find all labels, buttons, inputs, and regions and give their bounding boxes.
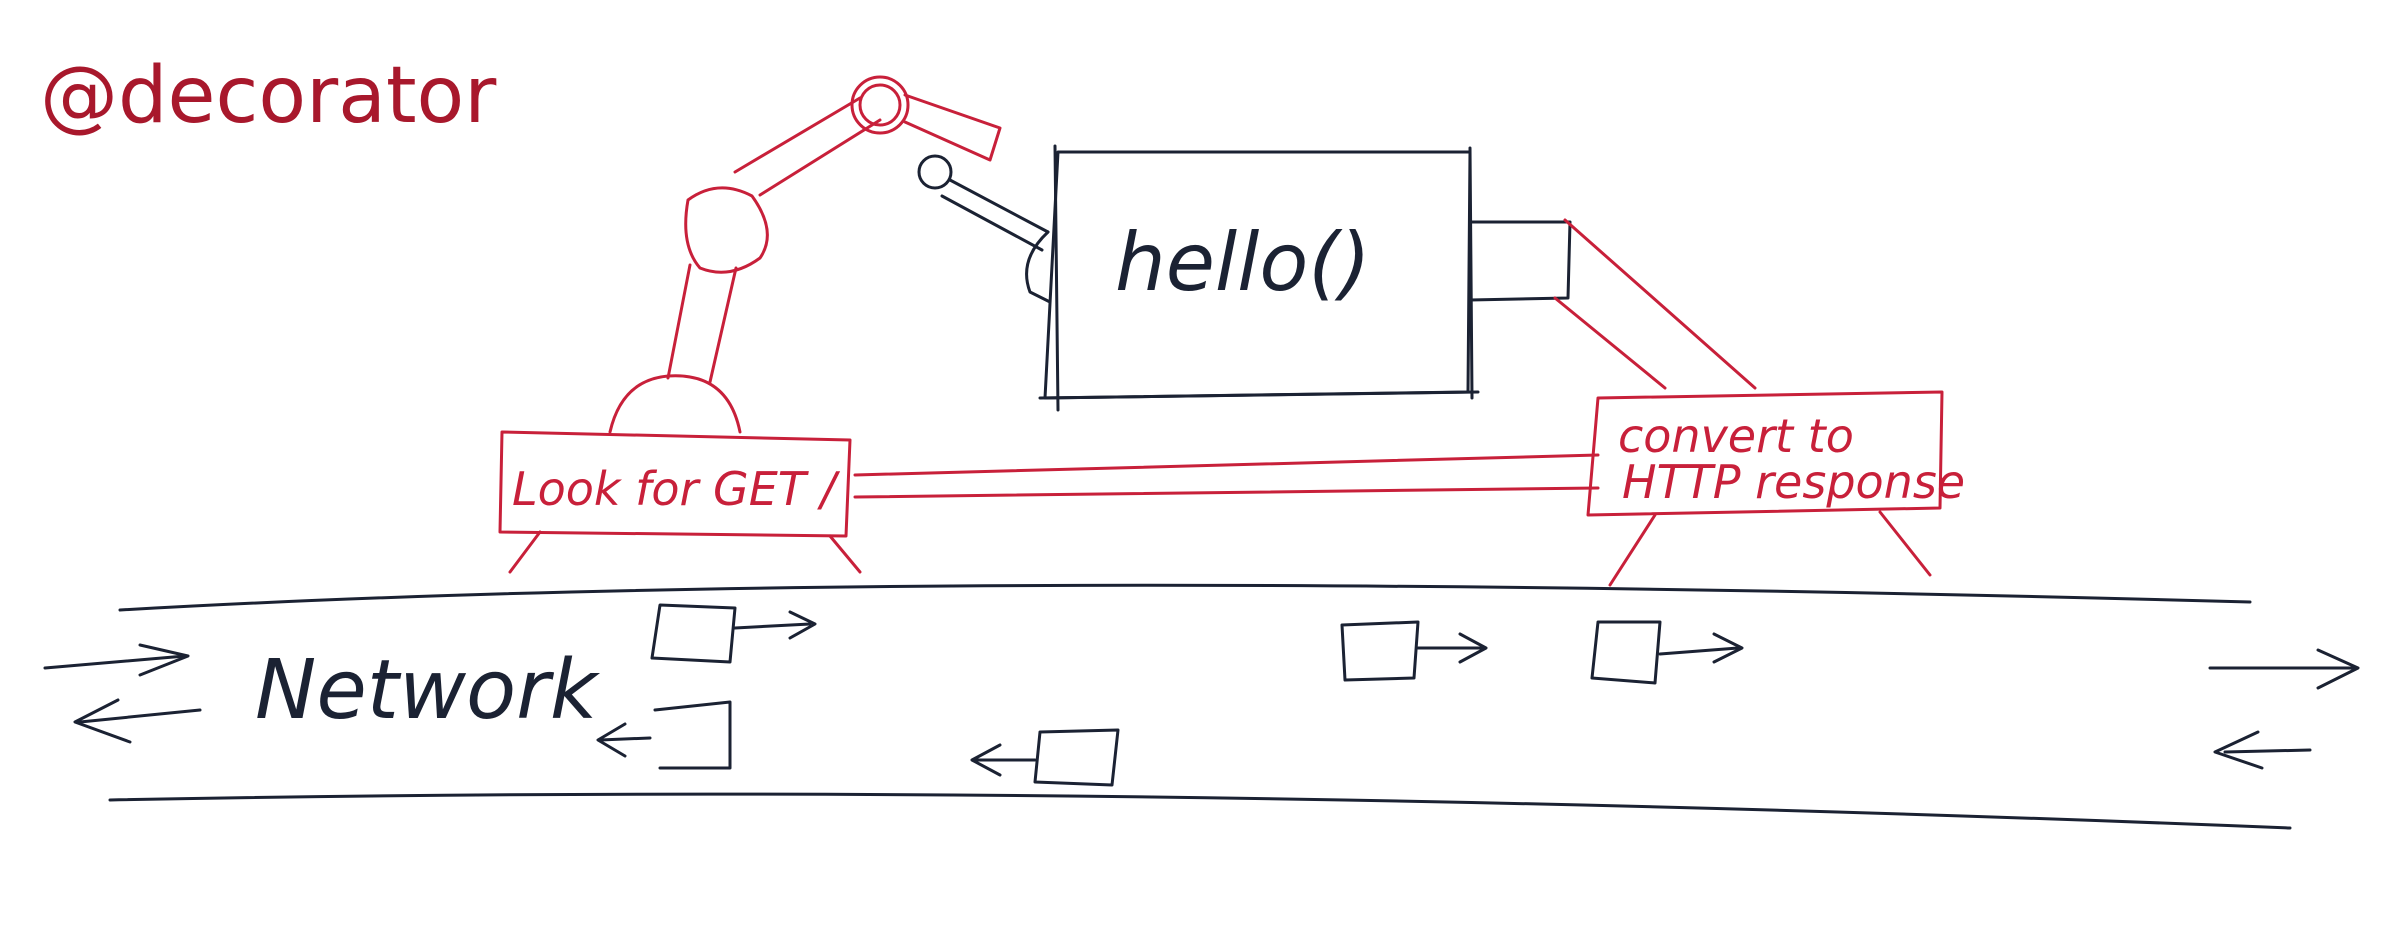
arrow-left-icon [2213,730,2312,770]
right-station: convert to HTTP response [1586,390,1965,587]
left-station: Look for GET / [498,430,862,574]
right-station-line1: convert to [1618,409,1854,463]
function-box: hello() [917,144,1572,412]
right-station-line2: HTTP response [1622,455,1965,509]
network-label: Network [255,643,601,738]
packet-icon [970,728,1120,787]
packet-icon [596,700,732,770]
left-station-label: Look for GET / [512,462,840,516]
robot-arm-icon [608,75,1002,434]
packet-icon [1340,620,1488,682]
transfer-arm-icon [1553,218,1757,390]
arrow-left-icon [73,698,202,744]
pipe [853,453,1600,499]
arrow-right-icon [2208,648,2360,690]
arrow-right-icon [43,643,190,677]
packet-icon [1590,620,1744,685]
diagram-title: @decorator [40,51,497,141]
conveyor-icon [108,583,2292,830]
packet-icon [650,603,817,664]
function-label: hello() [1115,216,1371,309]
